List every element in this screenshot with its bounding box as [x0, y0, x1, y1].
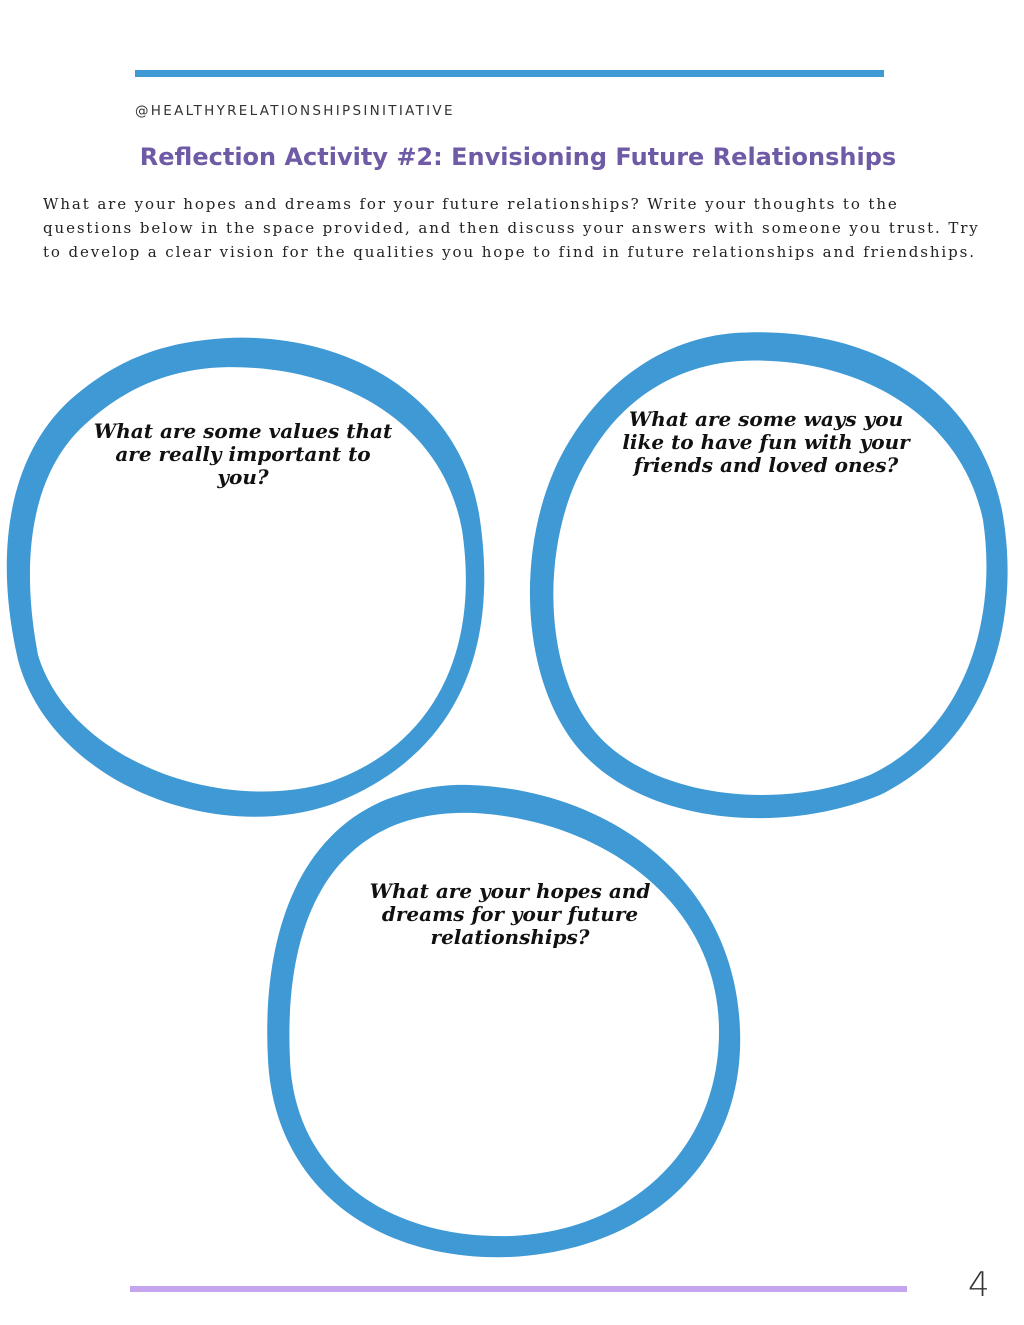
- social-handle: @HEALTHYRELATIONSHIPSINITIATIVE: [135, 103, 455, 119]
- question-fun: What are some ways you like to have fun …: [622, 407, 910, 477]
- page-title: Reflection Activity #2: Envisioning Futu…: [139, 143, 897, 171]
- answer-circle-values[interactable]: [6, 337, 485, 817]
- question-values: What are some values that are really imp…: [93, 419, 393, 489]
- page-number: 4: [968, 1265, 990, 1305]
- bottom-divider: [130, 1286, 907, 1292]
- top-divider: [135, 70, 884, 77]
- answer-circle-fun[interactable]: [529, 332, 1008, 819]
- question-hopes: What are your hopes and dreams for your …: [369, 879, 651, 949]
- intro-paragraph: What are your hopes and dreams for your …: [43, 195, 980, 261]
- answer-circle-hopes[interactable]: [267, 784, 741, 1258]
